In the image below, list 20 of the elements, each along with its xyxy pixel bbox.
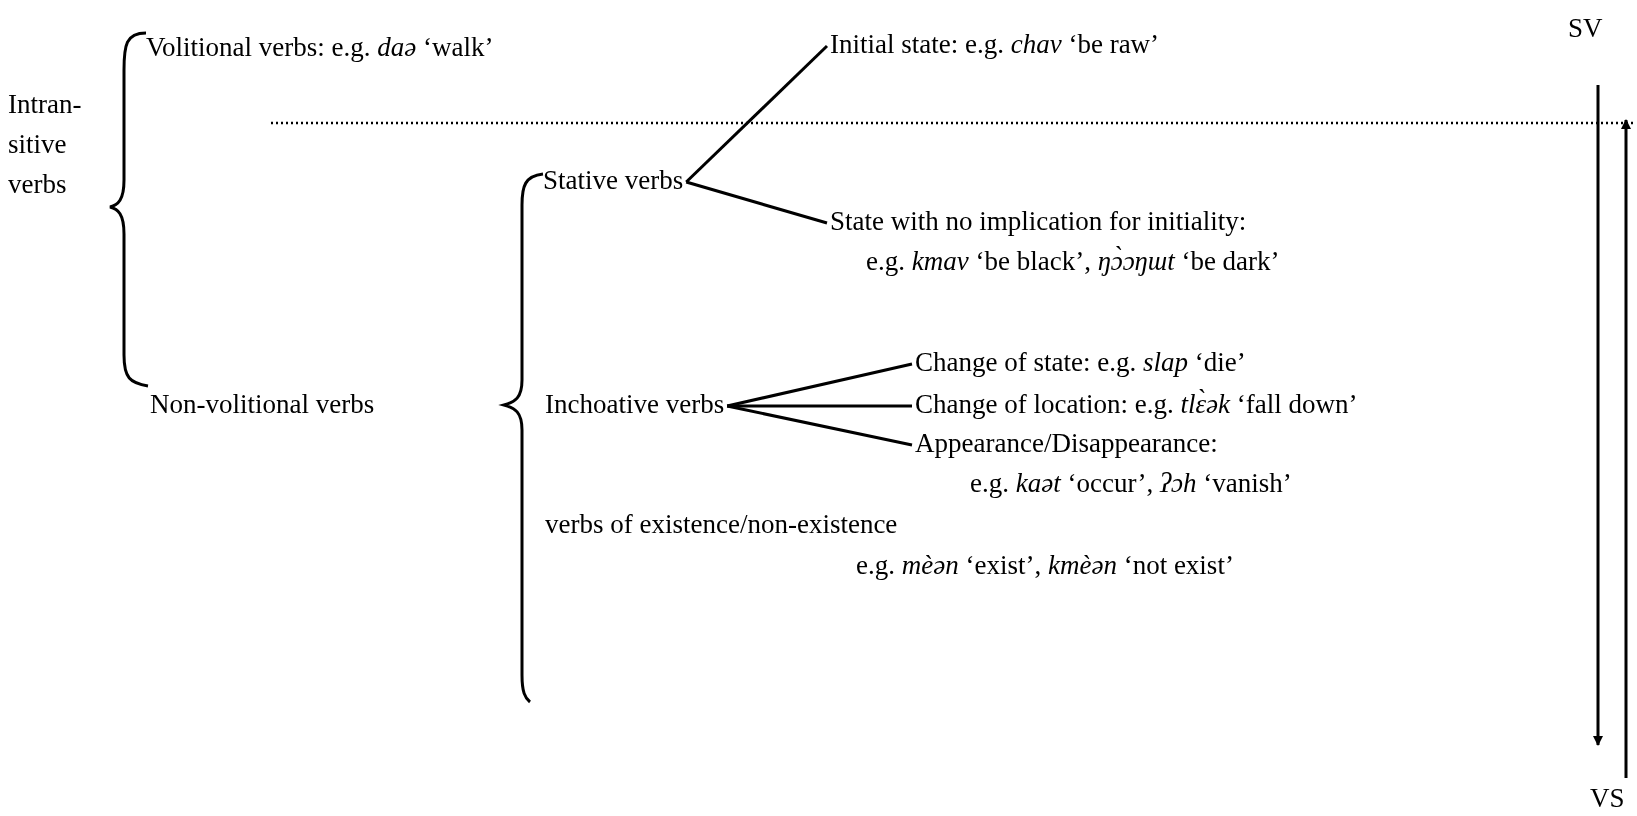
text-label: e.g. mèən ‘exist’, kmèən ‘not exist’ [856, 549, 1234, 582]
category-label: Stative verbs [543, 160, 684, 200]
category-label: State with no implication for initiality: [830, 205, 1248, 238]
text-label: verbs of existence/non-existence [545, 508, 898, 541]
text-label: VS [1590, 782, 1625, 815]
text-label: Non-volitional verbs [150, 388, 375, 421]
text-label: Volitional verbs: e.g. daə ‘walk’ [146, 31, 494, 64]
example-text: e.g. kmav ‘be black’, ŋɔ̀ɔŋɯt ‘be dark’ [866, 245, 1280, 278]
branch-line [685, 180, 828, 225]
category-label: Change of location: e.g. tlɛ̀ək ‘fall down’ [915, 384, 1358, 424]
text-label: SV [1568, 12, 1603, 45]
example-text: e.g. kaət ‘occur’, ʔɔh ‘vanish’ [970, 467, 1292, 500]
branch-line [726, 404, 913, 447]
category-label: Initial state: e.g. chav ‘be raw’ [830, 24, 1160, 64]
branch-line [685, 44, 829, 184]
category-label: Change of state: e.g. slap ‘die’ [915, 342, 1246, 382]
text-label: Intran- sitive verbs [8, 88, 83, 201]
category-label: Appearance/Disappearance: [915, 427, 1219, 460]
category-label: Inchoative verbs [545, 384, 725, 424]
branch-line [726, 362, 913, 408]
